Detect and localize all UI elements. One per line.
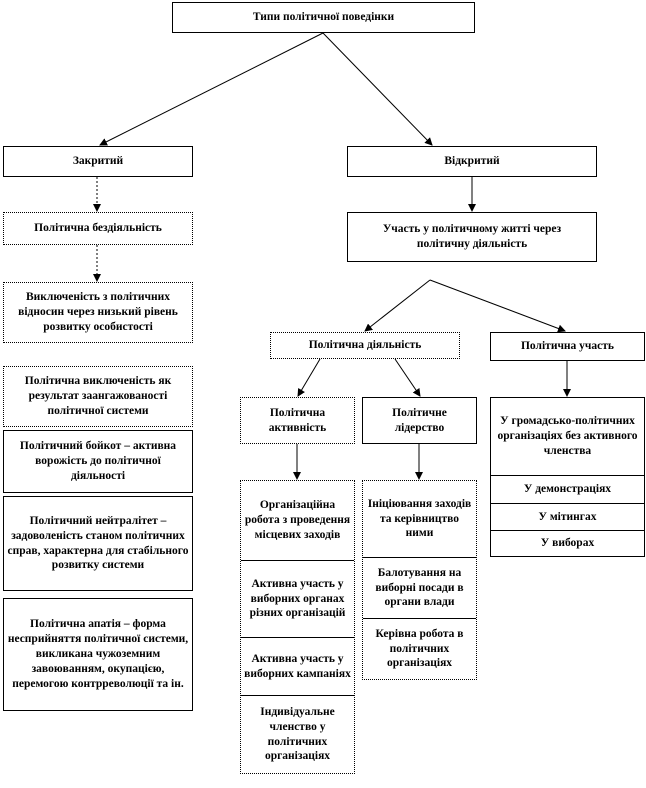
political-inaction: Політична бездіяльність — [3, 212, 193, 245]
closed-type: Закритий — [3, 146, 193, 177]
list-item: У демонстраціях — [491, 476, 644, 504]
closed-item: Політичний бойкот – активна ворожість до… — [3, 430, 193, 493]
participation-in-political-life: Участь у політичному житті через політич… — [347, 212, 597, 262]
closed-item: Виключеність з політичних відносин через… — [3, 282, 193, 343]
leadership-list: Ініціювання заходів та керівництво ними … — [362, 480, 477, 680]
list-item: У виборах — [540, 537, 595, 550]
list-item: Балотування на виборні посади в органи в… — [363, 558, 476, 619]
participation-list: У громадсько-політичних організаціях без… — [490, 397, 645, 557]
list-item: Активна участь у виборних кампаніях — [241, 638, 354, 696]
list-item: Керівна робота в політичних організаціях — [375, 627, 464, 670]
diagram-title: Типи політичної поведінки — [172, 2, 475, 33]
closed-item: Політичний нейтралітет – задоволеність с… — [3, 496, 193, 591]
list-item: Індивідуальне членство у політичних орга… — [260, 705, 335, 763]
activeness-list: Організаційна робота з проведення місцев… — [240, 480, 355, 774]
open-type: Відкритий — [347, 146, 597, 177]
political-leadership: Політичне лідерство — [362, 397, 477, 444]
closed-item: Політична виключеність як результат заан… — [3, 366, 193, 427]
political-activeness: Політична активність — [240, 397, 355, 444]
political-activity: Політична діяльність — [270, 332, 460, 359]
list-item: У мітингах — [491, 504, 644, 531]
list-item: Ініціювання заходів та керівництво ними — [363, 481, 476, 558]
list-item: Організаційна робота з проведення місцев… — [241, 481, 354, 561]
political-participation: Політична участь — [490, 332, 645, 361]
list-item: У громадсько-політичних організаціях без… — [491, 398, 644, 476]
closed-item: Політична апатія – форма несприйняття по… — [3, 598, 193, 711]
list-item: Активна участь у виборних органах різних… — [241, 561, 354, 638]
